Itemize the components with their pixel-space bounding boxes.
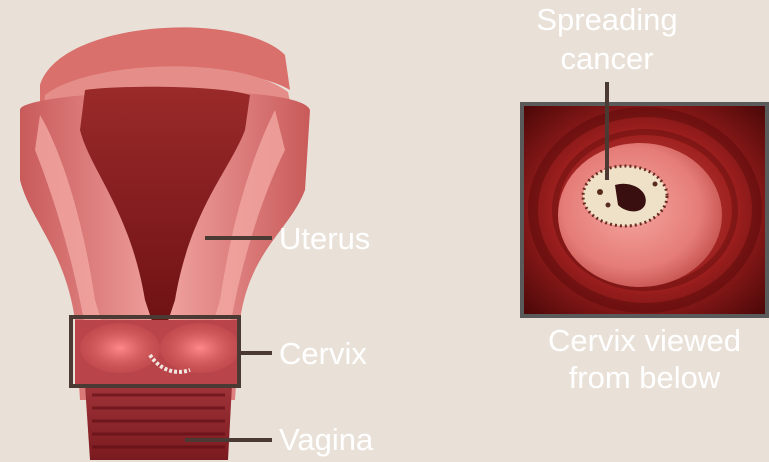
cervix-view-caption: Cervix viewed from below <box>522 325 767 393</box>
cervix-view-line2: from below <box>522 362 767 393</box>
spreading-cancer-line2: cancer <box>512 43 702 74</box>
cervix-view-panel <box>522 104 767 316</box>
cervix-label: Cervix <box>279 338 367 369</box>
spreading-cancer-label: Spreading cancer <box>512 4 702 74</box>
uterus-label: Uterus <box>279 223 370 254</box>
vagina-label: Vagina <box>279 424 373 455</box>
uterus-illustration <box>20 27 310 460</box>
cervix-view-line1: Cervix viewed <box>522 325 767 356</box>
spreading-cancer-line1: Spreading <box>512 4 702 35</box>
